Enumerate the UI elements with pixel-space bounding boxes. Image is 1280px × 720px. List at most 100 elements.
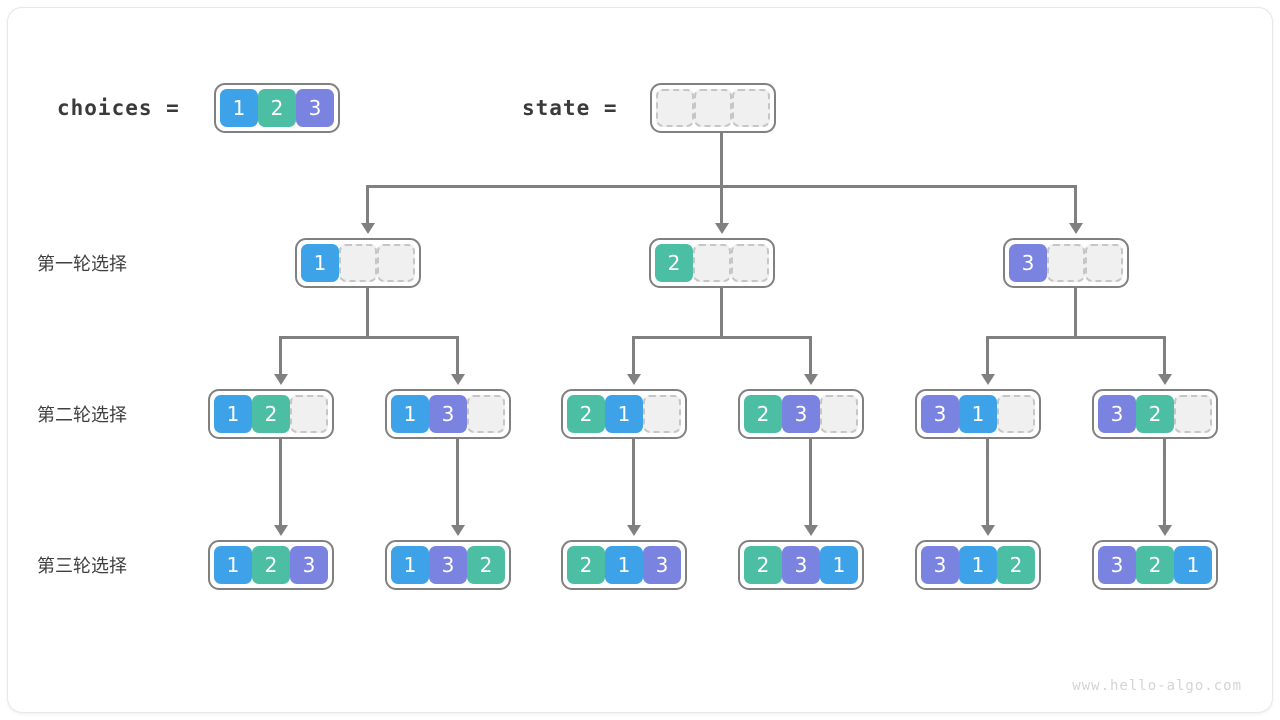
level3-2-cell-3: 2 (467, 546, 505, 584)
connector-l2-l3-3 (632, 436, 635, 528)
level1-3-cell-2 (1047, 244, 1085, 282)
level1-1-cell-3 (377, 244, 415, 282)
arrow-level3-5 (981, 525, 995, 536)
row-label-round-2: 第二轮选择 (37, 405, 127, 425)
level3-3-cell-1: 2 (567, 546, 605, 584)
connector-l1c-drop-1 (986, 336, 989, 377)
connector-l1a-drop-1 (279, 336, 282, 377)
level2-1-cell-1: 1 (214, 395, 252, 433)
arrow-level2-2 (451, 374, 465, 385)
level2-2-cell-2: 3 (429, 395, 467, 433)
level2-3-cell-3 (643, 395, 681, 433)
level3-5-cell-3: 2 (997, 546, 1035, 584)
level3-6-cell-3: 1 (1174, 546, 1212, 584)
choices-label: choices = (57, 96, 180, 120)
level3-4-cell-3: 1 (820, 546, 858, 584)
level1-1-cell-1: 1 (301, 244, 339, 282)
choices-cell-1: 1 (220, 89, 258, 127)
level2-4-cell-3 (820, 395, 858, 433)
connector-level1-drop-2 (720, 185, 723, 227)
level1-array-1: 1 (295, 238, 421, 288)
arrow-level2-5 (981, 374, 995, 385)
connector-l2-l3-4 (809, 436, 812, 528)
connector-level1-drop-3 (1074, 185, 1077, 227)
row-label-round-3: 第三轮选择 (37, 556, 127, 576)
level2-6-cell-1: 3 (1098, 395, 1136, 433)
connector-l1b-drop-1 (632, 336, 635, 377)
level3-4-cell-2: 3 (782, 546, 820, 584)
level2-6-cell-3 (1174, 395, 1212, 433)
level3-3-cell-3: 3 (643, 546, 681, 584)
connector-l1a-stem (366, 285, 369, 337)
state-label: state = (522, 96, 618, 120)
connector-l1c-bar (986, 336, 1165, 339)
arrow-level1-1 (361, 223, 375, 234)
level2-5-cell-2: 1 (959, 395, 997, 433)
level3-5-cell-1: 3 (921, 546, 959, 584)
level2-2-cell-3 (467, 395, 505, 433)
state-cell-3 (732, 89, 770, 127)
level1-3-cell-3 (1085, 244, 1123, 282)
level3-1-cell-3: 3 (290, 546, 328, 584)
level1-array-3: 3 (1003, 238, 1129, 288)
arrow-level3-4 (804, 525, 818, 536)
level3-5-cell-2: 1 (959, 546, 997, 584)
arrow-level3-3 (627, 525, 641, 536)
level2-3-cell-2: 1 (605, 395, 643, 433)
level3-6-cell-2: 2 (1136, 546, 1174, 584)
level2-6-cell-2: 2 (1136, 395, 1174, 433)
level1-2-cell-3 (731, 244, 769, 282)
arrow-level2-3 (627, 374, 641, 385)
level3-4-cell-1: 2 (744, 546, 782, 584)
level1-1-cell-2 (339, 244, 377, 282)
connector-l1a-bar (279, 336, 456, 339)
level1-2-cell-1: 2 (655, 244, 693, 282)
level3-2-cell-1: 1 (391, 546, 429, 584)
connector-l1b-drop-2 (809, 336, 812, 377)
connector-l2-l3-2 (456, 436, 459, 528)
level1-2-cell-2 (693, 244, 731, 282)
connector-l1c-drop-2 (1163, 336, 1166, 377)
row-label-round-1: 第一轮选择 (37, 254, 127, 274)
arrow-level3-1 (274, 525, 288, 536)
level2-2-cell-1: 1 (391, 395, 429, 433)
connector-l2-l3-6 (1163, 436, 1166, 528)
arrow-level1-2 (715, 223, 729, 234)
state-array (650, 83, 776, 133)
level2-1-cell-3 (290, 395, 328, 433)
level3-3-cell-2: 1 (605, 546, 643, 584)
level3-6-cell-1: 3 (1098, 546, 1136, 584)
choices-cell-3: 3 (296, 89, 334, 127)
connector-l2-l3-5 (986, 436, 989, 528)
state-cell-2 (694, 89, 732, 127)
connector-state-stem (720, 132, 723, 186)
level3-1-cell-2: 2 (252, 546, 290, 584)
level2-5-cell-3 (997, 395, 1035, 433)
level2-3-cell-1: 2 (567, 395, 605, 433)
arrow-level2-6 (1158, 374, 1172, 385)
level2-4-cell-2: 3 (782, 395, 820, 433)
connector-l1b-bar (632, 336, 811, 339)
arrow-level2-4 (804, 374, 818, 385)
figure-frame (8, 8, 1272, 712)
arrow-level3-2 (451, 525, 465, 536)
level2-4-cell-1: 2 (744, 395, 782, 433)
connector-l1a-drop-2 (456, 336, 459, 377)
level2-1-cell-2: 2 (252, 395, 290, 433)
level3-2-cell-2: 3 (429, 546, 467, 584)
level1-3-cell-1: 3 (1009, 244, 1047, 282)
connector-l1b-stem (720, 285, 723, 337)
arrow-level2-1 (274, 374, 288, 385)
